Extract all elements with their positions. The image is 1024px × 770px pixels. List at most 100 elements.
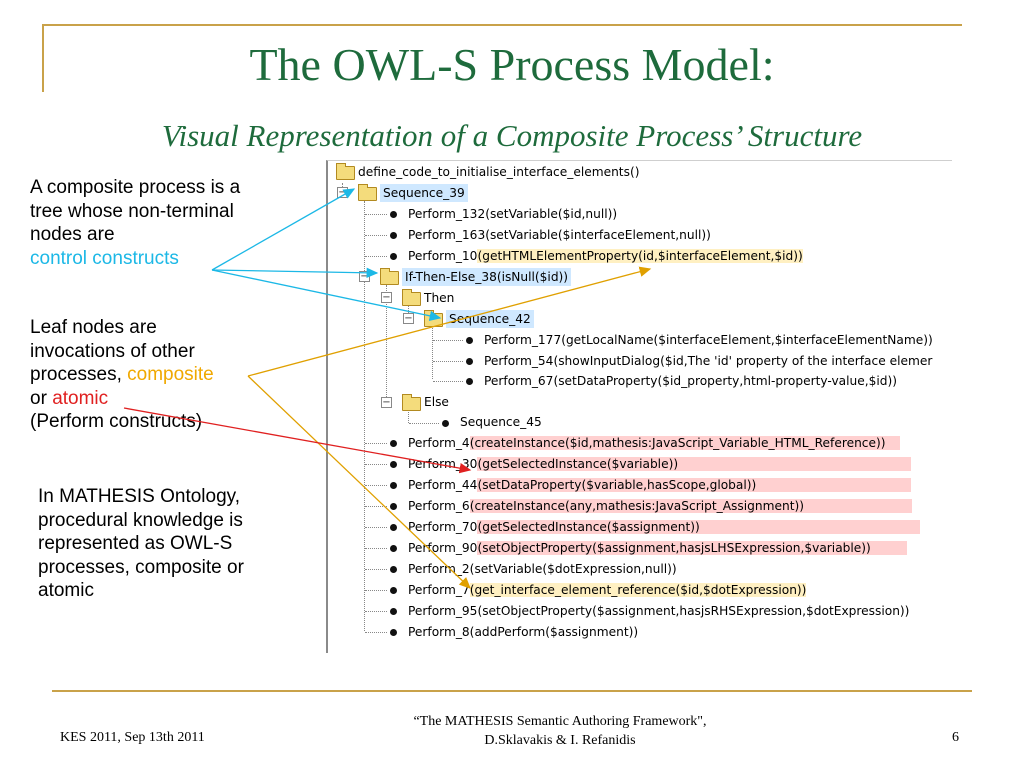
node-highlight-atomic: (createInstance(any,mathesis:JavaScript_… xyxy=(469,499,912,513)
node-highlight-atomic: (getSelectedInstance($assignment)) xyxy=(477,520,920,534)
text-line: A composite process is a xyxy=(30,177,241,198)
text-line: Leaf nodes are xyxy=(30,317,157,338)
bullet-icon xyxy=(390,524,397,531)
tree-connector xyxy=(365,611,387,612)
node-highlight-atomic: (setObjectProperty($assignment,hasjsLHSE… xyxy=(477,541,907,555)
tree-node-perform-54[interactable]: Perform_54(showInputDialog($id,The 'id' … xyxy=(484,354,933,368)
footer-citation-line: “The MATHESIS Semantic Authoring Framewo… xyxy=(413,714,707,729)
tree-node-perform-44[interactable]: Perform_44(setDataProperty($variable,has… xyxy=(408,476,912,494)
composite-process-description: A composite process is a tree whose non-… xyxy=(30,176,240,270)
bullet-icon xyxy=(466,378,473,385)
tree-connector xyxy=(365,632,387,633)
tree-node-perform-10[interactable]: Perform_10(getHTMLElementProperty(id,$in… xyxy=(408,247,803,265)
node-label: Perform_30 xyxy=(408,457,478,471)
text-line: procedural knowledge is xyxy=(38,509,243,531)
mathesis-ontology-description: In MATHESIS Ontology, procedural knowled… xyxy=(38,485,244,603)
tree-connector xyxy=(365,214,387,215)
collapse-toggle-icon[interactable]: − xyxy=(403,313,414,324)
tree-node-else[interactable]: Else xyxy=(424,395,449,409)
bullet-icon xyxy=(390,232,397,239)
tree-node-perform-2[interactable]: Perform_2(setVariable($dotExpression,nul… xyxy=(408,562,677,576)
tree-node-perform-67[interactable]: Perform_67(setDataProperty($id_property,… xyxy=(484,374,897,388)
tree-node-perform-70[interactable]: Perform_70(getSelectedInstance($assignme… xyxy=(408,518,920,536)
tree-node-if-then-else-38[interactable]: If-Then-Else_38(isNull($id)) xyxy=(402,268,572,286)
tree-node-perform-90[interactable]: Perform_90(setObjectProperty($assignment… xyxy=(408,539,907,557)
tree-node-perform-6[interactable]: Perform_6(createInstance(any,mathesis:Ja… xyxy=(408,497,912,515)
text-line: nodes are xyxy=(30,224,115,245)
frame-left-rule xyxy=(42,24,44,92)
tree-connector xyxy=(365,506,387,507)
node-label: Perform_70 xyxy=(408,520,478,534)
text-line: invocations of other xyxy=(30,340,195,362)
bullet-icon xyxy=(390,629,397,636)
text-fragment: or xyxy=(30,387,53,409)
tree-connector xyxy=(365,569,387,570)
collapse-toggle-icon[interactable]: − xyxy=(359,271,370,282)
tree-connector xyxy=(365,548,387,549)
tree-node-sequence-42[interactable]: Sequence_42 xyxy=(446,310,534,328)
node-label: Perform_4 xyxy=(408,436,470,450)
bullet-icon xyxy=(442,420,449,427)
folder-icon xyxy=(336,163,355,180)
bullet-icon xyxy=(390,587,397,594)
footer-date: KES 2011, Sep 13th 2011 xyxy=(60,730,205,745)
tree-connector xyxy=(365,464,387,465)
tree-connector xyxy=(365,527,387,528)
bullet-icon xyxy=(390,211,397,218)
tree-connector xyxy=(433,361,463,362)
node-label: Perform_10 xyxy=(408,249,478,263)
node-highlight-atomic: (setDataProperty($variable,hasScope,glob… xyxy=(477,478,912,492)
text-line: tree whose non-terminal xyxy=(30,200,234,222)
text-line: or atomic xyxy=(30,387,214,411)
tree-connector xyxy=(432,325,433,379)
tree-node-perform-95[interactable]: Perform_95(setObjectProperty($assignment… xyxy=(408,604,910,618)
tree-connector xyxy=(409,423,439,424)
node-highlight-atomic: (getSelectedInstance($variable)) xyxy=(477,457,912,471)
footer-citation-line: D.Sklavakis & I. Refanidis xyxy=(484,733,636,748)
node-highlight-composite: (get_interface_element_reference($id,$do… xyxy=(469,583,807,597)
tree-node-perform-177[interactable]: Perform_177(getLocalName($interfaceEleme… xyxy=(484,333,933,347)
tree-node-then[interactable]: Then xyxy=(424,291,455,305)
collapse-toggle-icon[interactable]: − xyxy=(381,397,392,408)
node-label: Perform_44 xyxy=(408,478,478,492)
tree-node-perform-132[interactable]: Perform_132(setVariable($id,null)) xyxy=(408,207,618,221)
leaf-nodes-description: Leaf nodes are invocations of other proc… xyxy=(30,316,214,434)
tree-node-perform-163[interactable]: Perform_163(setVariable($interfaceElemen… xyxy=(408,228,711,242)
bullet-icon xyxy=(390,482,397,489)
tree-connector xyxy=(433,381,463,382)
text-line: represented as OWL-S xyxy=(38,533,233,554)
text-line: processes, composite xyxy=(30,363,214,387)
folder-icon xyxy=(380,268,399,285)
tree-connector xyxy=(365,235,387,236)
bullet-icon xyxy=(466,358,473,365)
tree-node-perform-4[interactable]: Perform_4(createInstance($id,mathesis:Ja… xyxy=(408,434,900,452)
page-number: 6 xyxy=(952,730,959,745)
tree-node-sequence-39[interactable]: Sequence_39 xyxy=(380,184,468,202)
collapse-toggle-icon[interactable]: − xyxy=(337,187,348,198)
tree-node-root[interactable]: define_code_to_initialise_interface_elem… xyxy=(358,165,640,179)
node-highlight-atomic: (createInstance($id,mathesis:JavaScript_… xyxy=(469,436,900,450)
tree-connector xyxy=(408,409,409,423)
node-label: Perform_6 xyxy=(408,499,470,513)
atomic-label: atomic xyxy=(52,387,109,409)
frame-top-rule xyxy=(42,24,962,26)
text-fragment: processes, xyxy=(30,364,128,385)
bullet-icon xyxy=(390,608,397,615)
tree-node-perform-30[interactable]: Perform_30(getSelectedInstance($variable… xyxy=(408,455,912,473)
bullet-icon xyxy=(466,337,473,344)
bullet-icon xyxy=(390,253,397,260)
text-line: atomic xyxy=(38,580,94,601)
text-line: (Perform constructs) xyxy=(30,411,203,432)
composite-label: composite xyxy=(127,364,214,385)
bullet-icon xyxy=(390,503,397,510)
node-label: Perform_90 xyxy=(408,541,478,555)
tree-node-perform-8[interactable]: Perform_8(addPerform($assignment)) xyxy=(408,625,639,639)
tree-node-sequence-45[interactable]: Sequence_45 xyxy=(460,415,542,429)
collapse-toggle-icon[interactable]: − xyxy=(381,292,392,303)
bullet-icon xyxy=(390,440,397,447)
text-line: In MATHESIS Ontology, xyxy=(38,486,241,507)
tree-connector xyxy=(365,590,387,591)
text-line: processes, composite or xyxy=(38,556,244,578)
footer-citation: “The MATHESIS Semantic Authoring Framewo… xyxy=(330,712,790,750)
tree-node-perform-7[interactable]: Perform_7(get_interface_element_referenc… xyxy=(408,581,807,599)
